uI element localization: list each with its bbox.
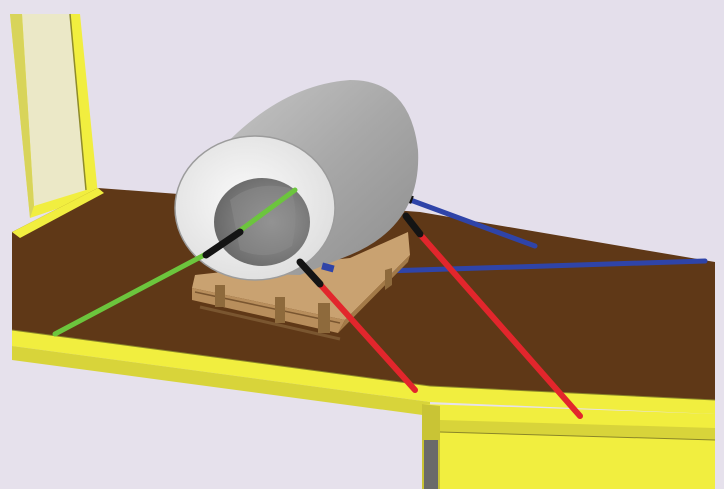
wooden-pallet	[192, 232, 410, 341]
red-lashing	[296, 212, 583, 419]
yellow-frame	[11, 188, 716, 489]
steel-coil	[174, 80, 419, 281]
door-post	[10, 13, 98, 218]
green-lashing	[52, 187, 298, 337]
blue-tensioner	[321, 262, 335, 273]
